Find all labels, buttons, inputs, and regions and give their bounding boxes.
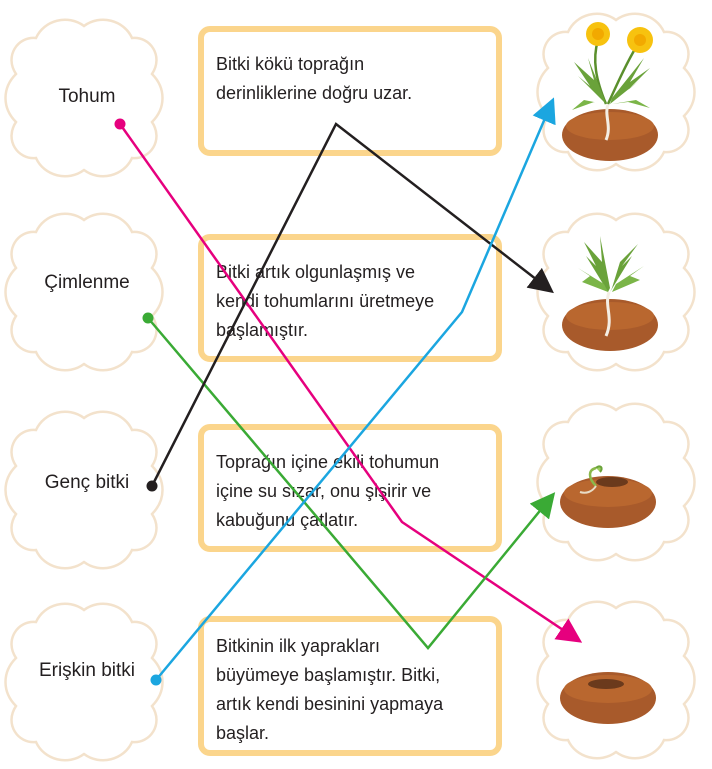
line-start-dot — [150, 674, 162, 686]
stage-label-eriskin-bitki: Erişkin bitki — [38, 660, 136, 681]
description-line: Toprağın içine ekili tohumun — [216, 452, 440, 472]
stage-label-tohum: Tohum — [58, 86, 116, 107]
line-eriskin-bitki — [150, 97, 556, 686]
description-line: artık kendi besinini yapmaya — [216, 694, 444, 714]
stage-label-cimlenme: Çimlenme — [44, 272, 130, 293]
stage-label-genc-bitki: Genç bitki — [44, 472, 130, 493]
line-start-dot — [114, 118, 126, 130]
description-box-1: Bitki kökü toprağın derinliklerine doğru… — [198, 26, 502, 156]
line-tohum — [114, 118, 583, 643]
flowering-dandelion-icon — [562, 22, 658, 161]
sprouting-seed-icon — [560, 465, 656, 528]
description-line: Bitki artık olgunlaşmış ve — [216, 262, 416, 282]
description-line: derinliklerine doğru uzar. — [216, 83, 413, 103]
description-line: başlar. — [216, 723, 270, 743]
description-line: Bitki kökü toprağın — [216, 54, 365, 74]
young-dandelion-icon — [562, 236, 658, 351]
description-line: Bitkinin ilk yaprakları — [216, 636, 381, 656]
description-line: başlamıştır. — [216, 320, 309, 340]
description-line: büyümeye başlamıştır. Bitki, — [216, 665, 441, 685]
description-box-4: Bitkinin ilk yaprakları büyümeye başlamı… — [198, 616, 502, 756]
seed-in-soil-icon — [560, 672, 656, 724]
line-genc-bitki — [146, 122, 554, 492]
line-start-dot — [142, 312, 154, 324]
description-line: kendi tohumlarını üretmeye — [216, 291, 435, 311]
line-cimlenme — [142, 312, 556, 650]
line-start-dot — [146, 480, 158, 492]
